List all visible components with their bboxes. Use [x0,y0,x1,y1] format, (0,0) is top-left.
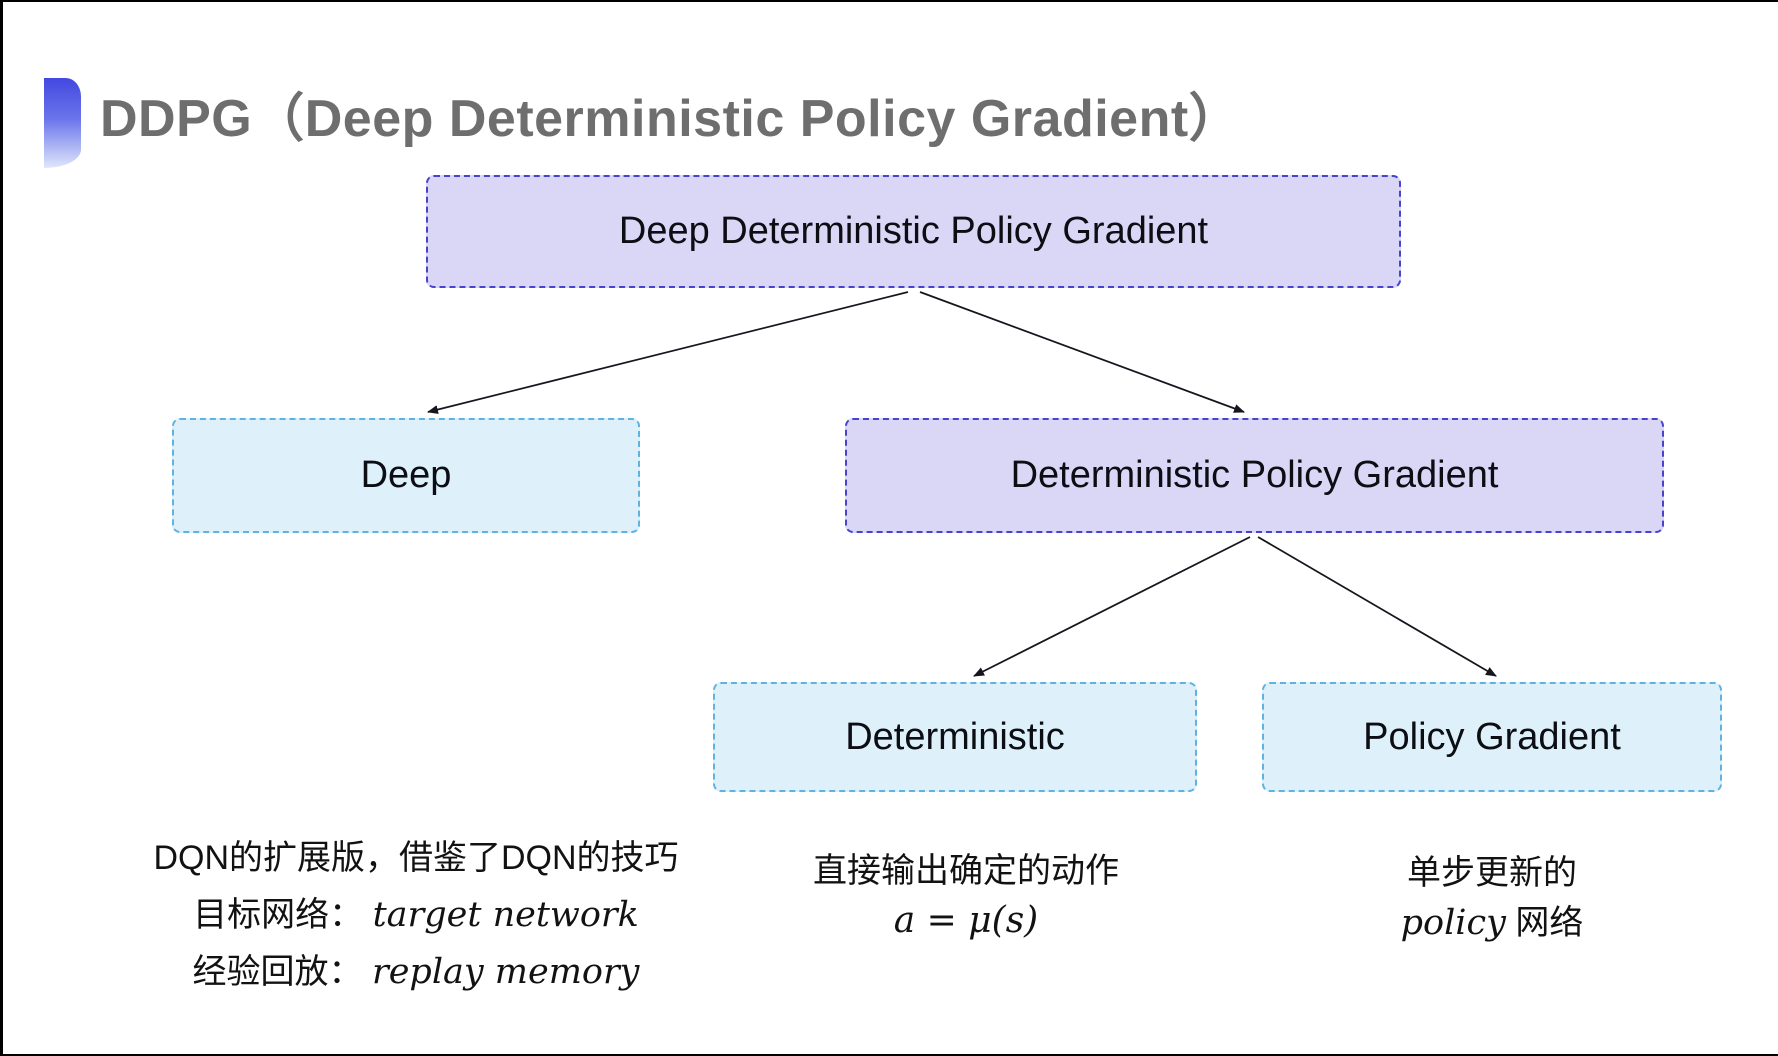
annotation-deep-line3-term: replay memory [371,951,640,992]
annotation-deep-line2-term: target network [372,894,639,935]
annotation-policy-gradient-line2: policy 网络 [1282,902,1702,944]
node-policy-gradient: Policy Gradient [1262,682,1722,792]
node-deep: Deep [172,418,640,533]
node-deterministic-label: Deterministic [845,715,1065,758]
annotation-policy-gradient: 单步更新的 policy 网络 [1282,853,1702,944]
node-policy-gradient-label: Policy Gradient [1363,715,1621,758]
frame-border-top [0,0,1778,2]
slide-title: DDPG（Deep Deterministic Policy Gradient） [100,90,1242,148]
frame-border-left [0,0,3,1056]
annotation-policy-gradient-term: policy [1400,902,1506,943]
annotation-deterministic-formula: a = μ(s) [893,899,1039,941]
annotation-deep-line3-label: 经验回放： [192,952,363,991]
annotation-deep: DQN的扩展版，借鉴了DQN的技巧 目标网络： target network 经… [110,838,722,1008]
node-ddpg: Deep Deterministic Policy Gradient [426,175,1401,288]
annotation-deep-line2-label: 目标网络： [193,895,364,934]
annotation-deterministic-line1: 直接输出确定的动作 [813,852,1119,890]
annotation-deep-line1: DQN的扩展版，借鉴了DQN的技巧 [153,839,679,877]
edge-dpg-deterministic [973,536,1251,677]
node-deterministic-policy-gradient: Deterministic Policy Gradient [845,418,1664,533]
node-ddpg-label: Deep Deterministic Policy Gradient [618,210,1209,252]
edge-ddpg-dpg [919,291,1245,413]
title-accent-half-circle-icon [44,78,81,168]
annotation-policy-gradient-suffix: 网络 [1505,903,1584,942]
frame-border-bottom [0,1054,1778,1056]
edge-ddpg-deep [427,291,909,414]
edge-dpg-policy-gradient [1257,536,1497,677]
node-deterministic: Deterministic [713,682,1197,792]
annotation-deep-line2: 目标网络： target network [110,894,722,936]
node-dpg-label: Deterministic Policy Gradient [1010,454,1499,496]
annotation-deterministic: 直接输出确定的动作 a = μ(s) [740,851,1192,941]
annotation-policy-gradient-line1: 单步更新的 [1407,854,1577,892]
annotation-deep-line3: 经验回放： replay memory [110,951,722,993]
node-deep-label: Deep [360,454,452,496]
